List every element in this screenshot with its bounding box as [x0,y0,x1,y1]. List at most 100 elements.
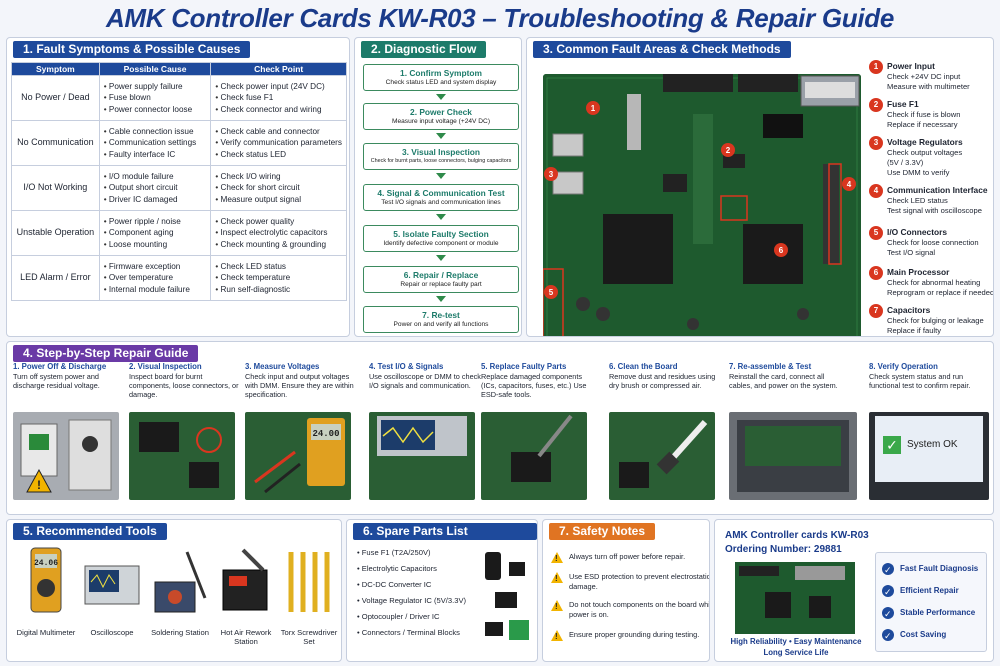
repair-panel: 4. Step-by-Step Repair Guide 1. Power Of… [6,341,994,515]
tool-label: Digital Multimeter [16,628,76,637]
tool-label: Hot Air Rework Station [220,628,272,646]
step-title: 1. Power Off & Discharge [13,362,107,371]
flow-step-desc: Identify defective component or module [383,240,499,247]
status-ok-text: System OK [907,439,958,450]
col-symptom: Symptom [11,62,100,76]
flow-step-desc: Repair or replace faulty part [400,281,482,288]
areas-panel: 3. Common Fault Areas & Check Methods 1 … [526,37,994,337]
product-board-image [735,562,855,634]
check-item: Inspect electrolytic capacitors [215,227,342,238]
area-title: Communication Interface [887,185,988,195]
area-line: Replace if necessary [887,120,958,129]
safety-heading: 7. Safety Notes [549,523,656,540]
safety-item: Always turn off power before repair. [551,552,709,564]
areas-heading: 3. Common Fault Areas & Check Methods [533,41,791,58]
shield-check-icon [882,628,894,644]
area-item-power-input: 1 Power Input Check +24V DC input Measur… [869,60,993,94]
warning-icon [551,572,563,584]
svg-text:6: 6 [779,246,784,255]
cause-item: Loose mounting [104,239,207,250]
shield-check-icon [882,584,894,600]
flow-heading: 2. Diagnostic Flow [361,41,487,58]
repair-step-3: 3. Measure Voltages Check input and outp… [239,362,354,500]
area-line: Check LED status [887,196,948,205]
product-tagline: High Reliability • Easy Maintenance [730,637,862,646]
flow-step-desc: Check for burnt parts, loose connectors,… [370,158,512,164]
area-line: Check if fuse is blown [887,110,961,119]
callout-number: 4 [869,184,883,198]
cause-item: Driver IC damaged [104,194,207,205]
multimeter-measure-image: 24.00 [245,412,351,500]
warning-icon [551,552,563,564]
repair-step-4: 4. Test I/O & Signals Use oscilloscope o… [363,362,481,500]
table-row: LED Alarm / Error Firmware exceptionOver… [11,255,347,301]
flow-step-title: 2. Power Check [410,107,472,117]
spare-parts-image [485,552,529,640]
spare-item: Fuse F1 (T2A/250V) [357,548,431,557]
callout-number: 7 [869,304,883,318]
cause-item: Power connector loose [104,104,207,115]
feature-text: Stable Performance [900,608,976,617]
safety-panel: 7. Safety Notes Always turn off power be… [542,519,710,662]
area-title: Fuse F1 [887,99,919,109]
flow-step-title: 7. Re-test [422,310,460,320]
check-item: Check connector and wiring [215,104,342,115]
check-item: Run self-diagnostic [215,284,342,295]
safety-item: Use ESD protection to prevent electrosta… [551,572,709,594]
feature-text: Cost Saving [900,630,947,639]
check-item: Check power quality [215,216,342,227]
step-desc: Reinstall the card, connect all cables, … [729,372,838,391]
cause-item: Internal module failure [104,284,207,295]
cause-item: I/O module failure [104,171,207,182]
safety-text: Ensure proper grounding during testing. [569,630,700,639]
area-line: Check output voltages [887,148,963,157]
cause-item: Cable connection issue [104,126,207,137]
area-title: I/O Connectors [887,227,948,237]
table-row: No Communication Cable connection issueC… [11,120,347,166]
cause-item: Component aging [104,227,207,238]
area-item-voltage-regulators: 3 Voltage Regulators Check output voltag… [869,136,993,180]
step-title: 4. Test I/O & Signals [369,362,444,371]
feature-item: Cost Saving [882,627,947,644]
repair-step-7: 7. Re-assemble & Test Reinstall the card… [723,362,857,500]
callout-number: 6 [869,266,883,280]
svg-text:1: 1 [591,104,596,113]
dmm-reading: 24.00 [312,429,339,439]
symptom-cell: No Communication [11,120,100,166]
repair-step-6: 6. Clean the Board Remove dust and resid… [603,362,715,500]
flow-step-title: 6. Repair / Replace [403,270,479,280]
step-title: 3. Measure Voltages [245,362,320,371]
hot-air-station-icon [222,548,268,611]
arrow-down-icon [436,296,446,302]
warning-icon [551,600,563,612]
flow-step-title: 3. Visual Inspection [401,147,481,157]
safety-item: Do not touch components on the board whi… [551,600,710,622]
flow-step-title: 4. Signal & Communication Test [377,188,505,198]
spare-item: DC-DC Converter IC [357,580,432,589]
area-title: Capacitors [887,305,931,315]
callout-number: 5 [869,226,883,240]
board-inspection-image [129,412,235,500]
step-title: 7. Re-assemble & Test [729,362,812,371]
spare-item: Optocoupler / Driver IC [357,612,440,621]
laptop-screen: ✓ System OK [875,416,983,482]
ordering-number: Ordering Number: 29881 [725,544,842,555]
step-title: 2. Visual Inspection [129,362,202,371]
flow-step-desc: Check status LED and system display [385,79,497,86]
tool-label: Torx Screwdriver Set [280,628,338,646]
step-desc: Check system status and run functional t… [869,372,971,391]
area-line: Replace if faulty [887,326,942,335]
svg-text:3: 3 [549,170,554,179]
product-name: AMK Controller cards KW-R03 [725,530,869,541]
arrow-down-icon [436,133,446,139]
table-row: No Power / Dead Power supply failureFuse… [11,75,347,121]
safety-text: Do not touch components on the board whi… [569,600,710,619]
safety-item: Ensure proper grounding during testing. [551,630,709,642]
step-desc: Turn off system power and discharge resi… [13,372,100,391]
callout-number: 1 [869,60,883,74]
warning-icon [551,630,563,642]
tool-hot-air-station: Hot Air Rework Station [213,542,279,646]
svg-text:4: 4 [847,180,852,189]
